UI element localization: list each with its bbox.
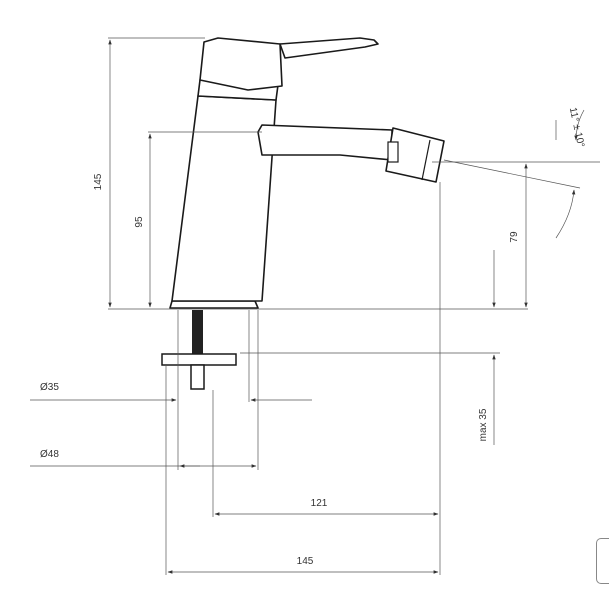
faucet-base xyxy=(169,300,259,309)
faucet-spout-arm xyxy=(257,124,393,161)
mounting-nut xyxy=(190,364,205,390)
threaded-rod xyxy=(192,310,203,354)
dim-arc-angle-top xyxy=(574,109,585,141)
label-max-thickness: max 35 xyxy=(478,408,489,441)
extension-lines xyxy=(108,37,600,575)
dim-arc-angle xyxy=(555,189,576,239)
corner-panel-edge xyxy=(596,538,609,584)
label-reach-145: 145 xyxy=(297,556,314,567)
dimension-lines xyxy=(30,39,585,574)
label-height-outlet: 79 xyxy=(509,231,520,243)
mounting-hardware xyxy=(161,310,237,390)
label-angle: 11° ± 10° xyxy=(567,107,586,149)
label-reach-121: 121 xyxy=(311,498,328,509)
label-height-total: 145 xyxy=(93,173,104,190)
label-diameter-base: Ø48 xyxy=(40,449,59,460)
faucet-lever xyxy=(279,37,379,59)
mounting-plate xyxy=(161,353,237,366)
label-diameter-hole: Ø35 xyxy=(40,382,59,393)
aerator-joint xyxy=(387,141,399,163)
faucet-handle-body xyxy=(199,37,283,91)
dimension-labels: 145 95 79 max 35 11° ± 10° Ø35 Ø48 121 1… xyxy=(40,107,586,567)
label-height-spout: 95 xyxy=(134,216,145,228)
faucet-body-group xyxy=(169,37,445,309)
aerator-face-line xyxy=(421,139,431,181)
